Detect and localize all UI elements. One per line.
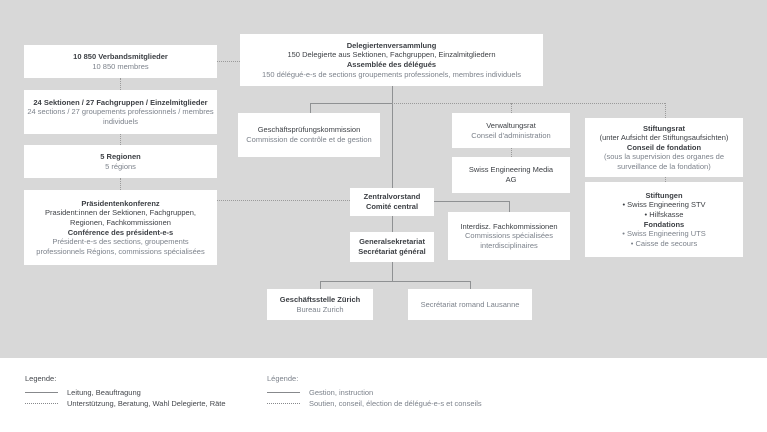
node-stiftungsrat: Stiftungsrat (unter Aufsicht der Stiftun… [585,118,743,177]
connector-assembly-to-board [392,86,393,188]
node-line: • Swiss Engineering UTS [622,229,706,239]
node-line: Conseil de fondation [626,142,702,152]
node-line: 150 délégué-e-s de sections groupements … [262,69,521,79]
connector-offices-split [320,281,470,282]
node-line: Conseil d'administration [471,130,551,140]
node-line: Président-e-s des sections, groupements … [36,237,205,256]
node-line: 24 Sektionen / 27 Fachgruppen / Einzelmi… [33,97,208,107]
node-line: Präsidentenkonferenz [81,198,160,208]
legend-label: Unterstützung, Beratung, Wahl Delegierte… [67,398,226,408]
connector-board-to-commissions-v [509,201,510,212]
node-line: Delegiertenversammlung [346,40,437,50]
connector-drop-zuerich [320,281,321,289]
node-verwaltungsrat: Verwaltungsrat Conseil d'administration [452,113,570,148]
node-line: • Swiss Engineering STV [622,200,706,210]
node-line: Conférence des président-e-s [67,227,174,237]
connector-drop-lausanne [470,281,471,289]
node-line: Stiftungsrat [642,123,686,133]
node-line: • Caisse de secours [630,238,698,248]
dotted-stiftungsrat-to-stiftungen [665,177,666,182]
connector-board-to-commissions-h [434,201,509,202]
legend-french: Légende: Gestion, instruction Soutien, c… [267,374,482,409]
legend-row-solid: Leitung, Beauftragung [25,387,226,398]
node-line: Generalsekretariat [359,237,425,247]
connector-branch-gpk-h [310,103,393,104]
node-sektionen: 24 Sektionen / 27 Fachgruppen / Einzelmi… [24,90,217,134]
node-line: Commissions spécialisées interdisciplina… [465,231,553,250]
solid-line-sample [25,392,58,393]
node-line: Verwaltungsrat [486,120,536,130]
legend-label: Soutien, conseil, élection de délégué-e-… [309,398,482,408]
node-geschaeftspruefungskommission: Geschäftsprüfungskommission Commission d… [238,113,380,157]
node-line: 24 sections / 27 groupements professionn… [27,107,214,126]
node-line: Bureau Zurich [296,304,344,314]
solid-line-sample [267,392,300,393]
dotted-sections-to-regions [120,134,121,145]
node-interdisz-fachkommissionen: Interdisz. Fachkommissionen Commissions … [448,212,570,260]
dotted-line-sample [267,403,300,404]
legend-row-solid: Gestion, instruction [267,387,482,398]
node-stiftungen: Stiftungen • Swiss Engineering STV • Hil… [585,182,743,257]
node-line: Assemblée des délégués [346,60,437,69]
node-praesidentenkonferenz: Präsidentenkonferenz Prasident:innen der… [24,190,217,265]
node-line: 10 850 membres [92,61,149,71]
node-line: Swiss Engineering Media AG [468,165,554,184]
legend-row-dotted: Soutien, conseil, élection de délégué-e-… [267,398,482,409]
node-line: 5 Regionen [100,151,141,161]
dotted-line-sample [25,403,58,404]
node-line: Commission de contrôle et de gestion [246,135,372,144]
dotted-drop-verwaltungsrat [511,103,512,113]
node-line: (unter Aufsicht der Stiftungsaufsichten) [599,133,729,143]
node-delegiertenversammlung: Delegiertenversammlung 150 Delegierte au… [240,34,543,86]
node-line: Geschäftsstelle Zürich [279,294,361,304]
legend-german: Legende: Leitung, Beauftragung Unterstüt… [25,374,226,409]
node-generalsekretariat: Generalsekretariat Secrétariat général [350,232,434,262]
node-swiss-engineering-media-ag: Swiss Engineering Media AG [452,157,570,193]
node-line: (sous la supervision des organes de surv… [603,152,725,171]
node-line: Stiftungen [645,190,683,200]
dotted-drop-stiftungsrat [665,103,666,118]
node-line: Zentralvorstand [363,192,421,202]
dotted-members-to-assembly [217,61,240,62]
node-regionen: 5 Regionen 5 régions [24,145,217,178]
node-secretariat-lausanne: Secrétariat romand Lausanne [408,289,532,320]
node-line: Secrétariat général [358,247,426,256]
dotted-verwaltungsrat-to-media [511,148,512,157]
legend-label: Leitung, Beauftragung [67,387,141,397]
node-zentralvorstand: Zentralvorstand Comité central [350,188,434,216]
node-line: 5 régions [105,161,136,171]
node-line: Comité central [365,202,419,211]
node-line: • Hilfskasse [644,209,684,219]
dotted-assembly-right-branch [392,103,665,104]
legend-title: Légende: [267,374,299,383]
node-verbandsmitglieder: 10 850 Verbandsmitglieder 10 850 membres [24,45,217,78]
dotted-regions-to-conference [120,178,121,190]
connector-secretariat-down [392,262,393,281]
legend-row-dotted: Unterstützung, Beratung, Wahl Delegierte… [25,398,226,409]
dotted-conference-to-board [217,200,350,201]
legend-title: Legende: [25,374,57,383]
node-line: 10 850 Verbandsmitglieder [73,51,168,61]
connector-branch-gpk-v [310,103,311,113]
connector-board-to-secretariat [392,215,393,232]
node-line: Interdisz. Fachkommissionen [460,221,558,231]
node-line: Geschäftsprüfungskommission [257,125,361,135]
node-line: Fondations [643,219,685,229]
node-line: Prasident:innen der Sektionen, Fachgrupp… [45,208,196,227]
node-line: Secrétariat romand Lausanne [420,299,520,309]
node-line: 150 Delegierte aus Sektionen, Fachgruppe… [287,50,496,60]
dotted-members-to-sections [120,78,121,90]
node-geschaeftsstelle-zuerich: Geschäftsstelle Zürich Bureau Zurich [267,289,373,320]
legend-label: Gestion, instruction [309,387,374,397]
